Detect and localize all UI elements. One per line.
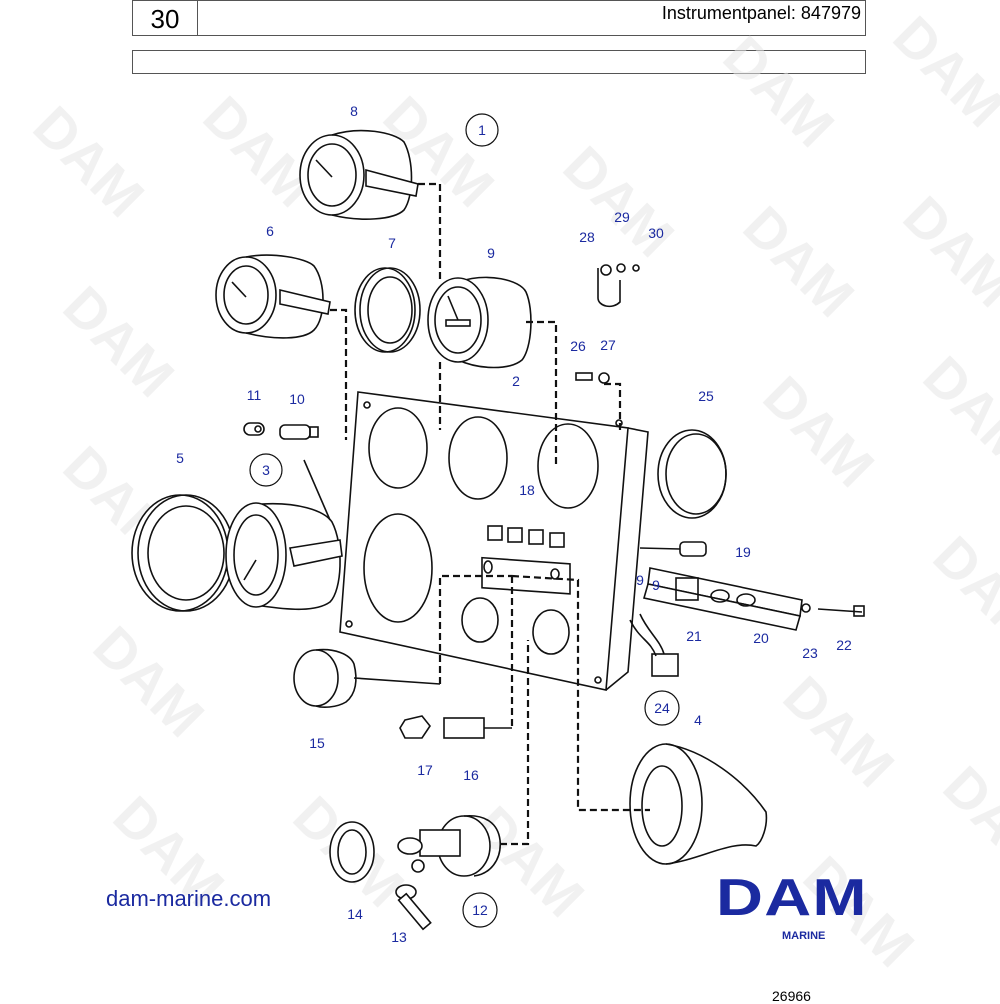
bulb-19: [639, 541, 707, 557]
callout-12: 12: [472, 902, 488, 918]
callout-4: 4: [694, 712, 702, 728]
watermark-text: DAM: [932, 754, 1000, 889]
section-number: 30: [133, 1, 198, 35]
callout-9: 9: [652, 577, 660, 593]
callout-5: 5: [176, 450, 184, 466]
watermark-text: DAM: [372, 84, 507, 219]
callout-29: 29: [614, 209, 630, 225]
callout-2: 2: [512, 373, 520, 389]
callout-8: 8: [350, 103, 358, 119]
callout-9: 9: [487, 245, 495, 261]
watermark-text: DAM: [732, 194, 867, 329]
screw-26: [575, 372, 610, 384]
watermark-text: DAM: [752, 364, 887, 499]
callout-9: 9: [636, 572, 644, 588]
callout-14: 14: [347, 906, 363, 922]
callout-28: 28: [579, 229, 595, 245]
document-id: 26966: [772, 988, 811, 1004]
brand-name: DAM: [716, 869, 868, 927]
callout-10: 10: [289, 391, 305, 407]
switch-16: [443, 717, 512, 739]
watermark-text: DAM: [712, 24, 847, 159]
buzzer-15: [293, 648, 441, 708]
bezel-ring-25: [657, 429, 727, 519]
header-box: 30 Instrumentpanel: 847979: [132, 0, 866, 36]
mounting-rail: [642, 567, 803, 631]
watermark-text: DAM: [82, 614, 217, 749]
callout-3: 3: [262, 462, 270, 478]
gauge-6: [215, 254, 331, 339]
assembly-lines: [330, 182, 650, 846]
screw-22: [801, 603, 865, 617]
watermark-text: DAM: [772, 664, 907, 799]
watermark-text: DAM: [892, 184, 1000, 319]
gauge-9-tachometer: [427, 276, 532, 369]
callout-19: 19: [735, 544, 751, 560]
callout-20: 20: [753, 630, 769, 646]
bulb-holder-10: [279, 424, 319, 440]
dam-marine-logo: DAM MARINE: [716, 872, 867, 942]
callout-22: 22: [836, 637, 852, 653]
callout-13: 13: [391, 929, 407, 945]
connector-24: [629, 613, 679, 677]
bulb-11: [243, 422, 265, 436]
gauge-3: [225, 459, 343, 611]
brand-tagline: MARINE: [782, 930, 826, 942]
watermark-text: DAM: [22, 94, 157, 229]
callout-25: 25: [698, 388, 714, 404]
callout-6: 6: [266, 223, 274, 239]
bezel-ring-5: [131, 494, 235, 612]
callout-11: 11: [247, 387, 262, 403]
bezel-ring-7: [354, 267, 421, 353]
page-title: Instrumentpanel: 847979: [661, 3, 861, 23]
callout-30: 30: [648, 225, 664, 241]
callout-17: 17: [417, 762, 433, 778]
callout-16: 16: [463, 767, 479, 783]
clamp-bracket: [597, 263, 640, 308]
callout-26: 26: [570, 338, 586, 354]
ignition-key-13: [395, 837, 432, 931]
gauge-8: [299, 129, 419, 220]
watermark-text: DAM: [882, 4, 1000, 139]
callout-15: 15: [309, 735, 325, 751]
website-link[interactable]: dam-marine.com: [106, 886, 272, 911]
callout-27: 27: [600, 337, 616, 353]
watermark-text: DAM: [552, 134, 687, 269]
ignition-cover-4: [629, 743, 768, 865]
ignition-switch-12: [419, 815, 501, 877]
callout-24: 24: [654, 700, 670, 716]
watermark-text: DAM: [912, 344, 1000, 479]
instrument-panel-plate: [339, 391, 649, 691]
callout-23: 23: [802, 645, 818, 661]
watermark-text: DAM: [922, 524, 1000, 659]
nut-17: [399, 715, 431, 739]
callout-1: 1: [478, 122, 486, 138]
callout-18: 18: [519, 482, 535, 498]
watermark-text: DAM: [52, 274, 187, 409]
subtitle-box: [132, 50, 866, 74]
callout-7: 7: [388, 235, 396, 251]
callout-21: 21: [686, 628, 702, 644]
ring-14: [329, 821, 375, 883]
